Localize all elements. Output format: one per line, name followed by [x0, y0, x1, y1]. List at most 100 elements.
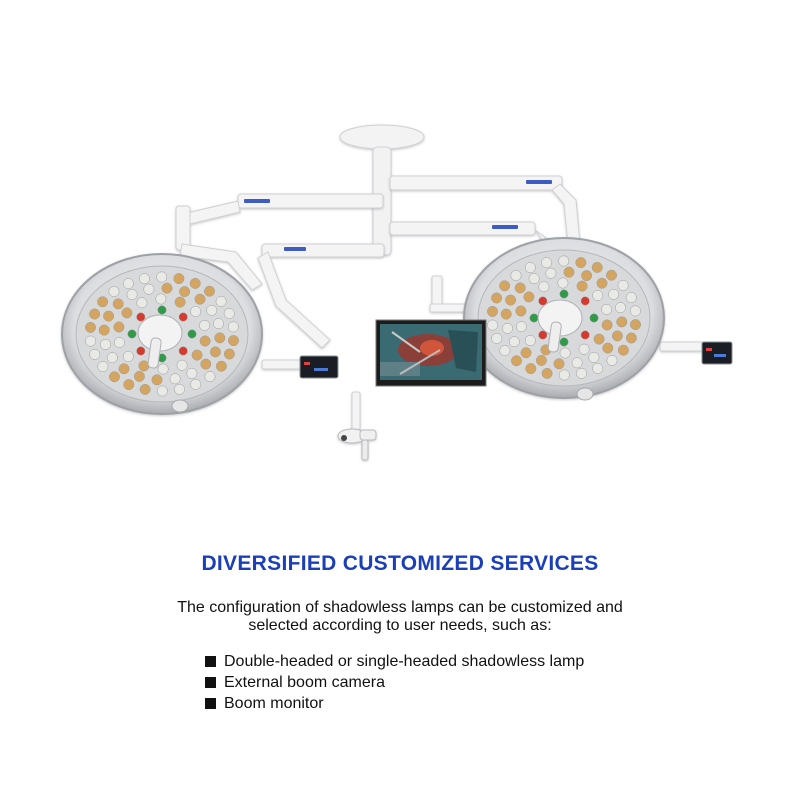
led-light	[558, 255, 570, 267]
led-light	[580, 330, 590, 340]
led-light	[214, 332, 226, 344]
list-item: Double-headed or single-headed shadowles…	[205, 651, 584, 672]
led-light	[178, 312, 188, 322]
led-light	[508, 336, 520, 348]
led-light	[559, 289, 569, 299]
led-light	[538, 281, 550, 293]
led-light	[97, 361, 109, 373]
led-light	[215, 295, 227, 307]
left-lamp-head	[61, 253, 263, 415]
led-light	[179, 286, 191, 298]
led-light	[606, 355, 618, 366]
right-led-array	[487, 255, 641, 381]
led-light	[186, 367, 198, 379]
led-light	[487, 305, 498, 317]
led-light	[133, 370, 145, 382]
led-light	[591, 261, 603, 273]
feature-label: Boom monitor	[224, 695, 324, 712]
right-lamp-head	[463, 237, 665, 401]
led-light	[176, 359, 188, 371]
led-light	[580, 296, 590, 306]
led-light	[178, 346, 188, 356]
led-light	[223, 348, 235, 360]
led-light	[524, 335, 536, 346]
led-light	[155, 293, 167, 305]
led-light	[538, 330, 548, 340]
feature-list: Double-headed or single-headed shadowles…	[205, 651, 584, 714]
boom-monitor	[375, 319, 487, 387]
led-light	[553, 358, 565, 370]
led-light	[491, 332, 503, 344]
led-light	[559, 337, 569, 347]
arm-brand-plates	[244, 180, 552, 251]
led-light	[127, 329, 137, 339]
led-light	[538, 296, 548, 306]
led-light	[174, 383, 185, 395]
led-light	[524, 262, 536, 274]
led-light	[126, 289, 138, 301]
led-light	[157, 363, 169, 375]
led-light	[514, 282, 526, 294]
led-light	[169, 373, 181, 385]
boom-camera	[337, 428, 377, 461]
led-light	[617, 344, 629, 356]
led-light	[520, 347, 532, 359]
led-light	[510, 270, 522, 281]
intro-line-2: selected according to user needs, such a…	[248, 617, 552, 634]
led-light	[190, 306, 202, 317]
led-light	[199, 319, 211, 331]
left-control-panel	[299, 355, 339, 379]
led-light	[611, 330, 623, 342]
led-light	[136, 346, 146, 356]
led-light	[523, 291, 535, 303]
led-light	[606, 269, 617, 281]
led-light	[139, 273, 150, 285]
left-led-array	[85, 271, 239, 397]
led-light	[227, 321, 239, 333]
led-light	[89, 348, 101, 360]
led-light	[499, 345, 511, 357]
led-light	[113, 321, 125, 333]
led-light	[491, 292, 503, 304]
led-light	[189, 277, 201, 289]
led-light	[156, 271, 168, 283]
led-light	[545, 267, 557, 279]
led-light	[525, 363, 537, 375]
led-light	[559, 347, 571, 359]
shadowless-lamp-illustration	[61, 124, 733, 461]
led-light	[528, 273, 540, 285]
led-light	[136, 297, 148, 309]
led-light	[602, 342, 614, 354]
led-light	[97, 296, 109, 308]
led-light	[593, 333, 605, 345]
led-light	[209, 346, 221, 358]
led-light	[187, 329, 197, 339]
led-light	[200, 358, 212, 370]
led-light	[615, 302, 626, 314]
led-light	[136, 312, 146, 322]
intro-text: The configuration of shadowless lamps ca…	[150, 599, 650, 635]
square-bullet-icon	[205, 698, 216, 709]
led-light	[112, 298, 124, 310]
led-light	[199, 335, 211, 347]
led-light	[541, 367, 553, 379]
led-light	[625, 332, 637, 344]
list-item: Boom monitor	[205, 693, 584, 714]
led-light	[578, 343, 590, 355]
intro-line-1: The configuration of shadowless lamps ca…	[177, 599, 623, 616]
led-light	[616, 316, 628, 328]
led-light	[581, 270, 593, 282]
led-light	[535, 354, 547, 366]
led-light	[505, 294, 517, 306]
led-light	[630, 319, 641, 331]
led-light	[206, 304, 218, 316]
right-control-panel	[701, 341, 733, 365]
led-light	[563, 266, 575, 278]
led-light	[571, 357, 583, 369]
led-light	[213, 318, 224, 330]
led-light	[118, 363, 130, 375]
led-light	[109, 371, 120, 383]
led-light	[487, 319, 499, 331]
feature-label: External boom camera	[224, 674, 385, 691]
led-light	[151, 374, 163, 386]
